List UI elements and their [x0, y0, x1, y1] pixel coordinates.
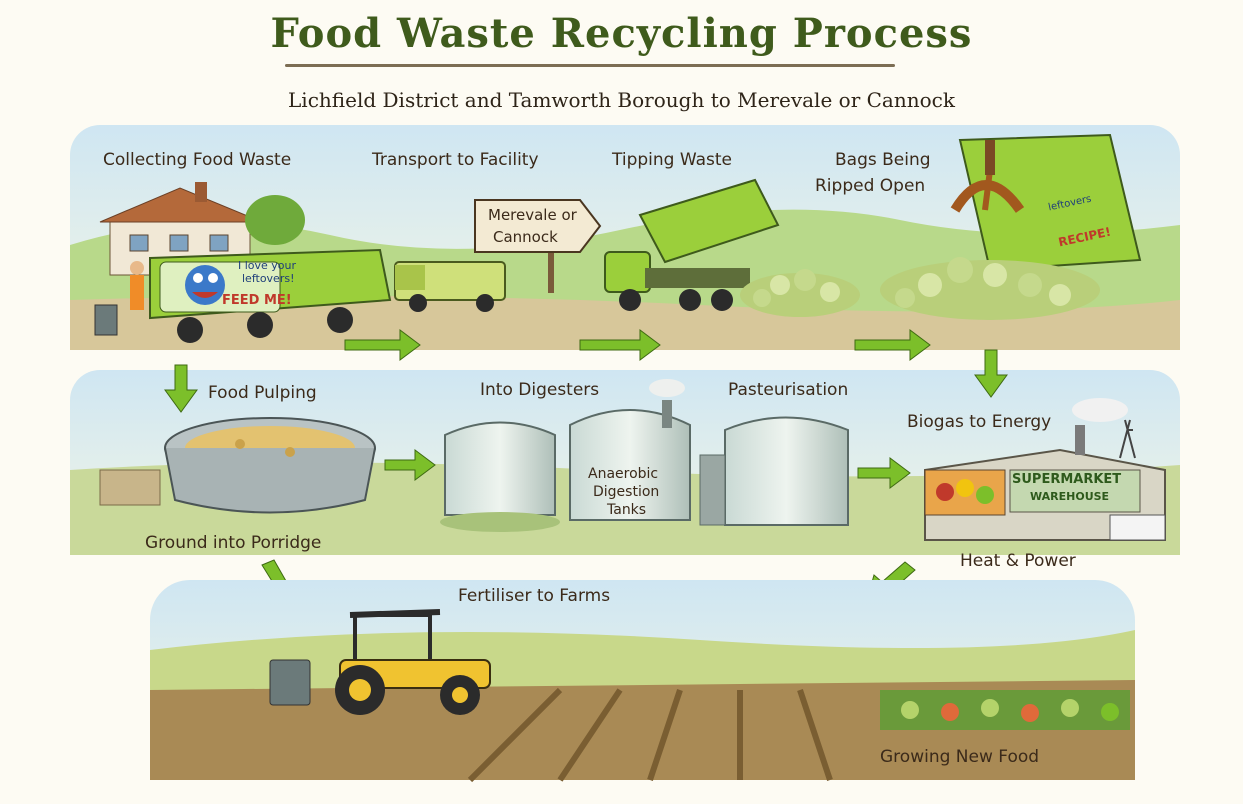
supermarket-sign-2: WAREHOUSE — [1030, 490, 1110, 503]
step-tipping-label: Tipping Waste — [612, 150, 732, 170]
arrow-collect-to-transport — [344, 329, 421, 361]
arrow-pulping-to-digesters — [384, 449, 436, 481]
step-pulping-label: Food Pulping — [208, 383, 317, 403]
step-fertiliser-label: Fertiliser to Farms — [458, 586, 611, 606]
tank-text-1: Anaerobic — [588, 466, 659, 482]
supermarket-building — [924, 398, 1166, 541]
transport-van — [394, 261, 506, 312]
truck-slogan-2: leftovers! — [242, 272, 295, 285]
step-heat-power-label: Heat & Power — [960, 551, 1076, 571]
arrow-down-to-pulping — [164, 364, 198, 413]
bag-ripper — [880, 133, 1142, 320]
tractor — [269, 609, 491, 715]
title-underline — [285, 64, 895, 67]
step-collecting-label: Collecting Food Waste — [103, 150, 292, 170]
collection-truck — [94, 248, 392, 343]
step-transport-label: Transport to Facility — [372, 150, 539, 170]
step-bags-label-line1: Bags Being — [835, 150, 931, 170]
pulping-vat — [99, 417, 376, 514]
tipping-truck — [604, 178, 860, 317]
tank-text-2: Digestion — [593, 484, 660, 500]
arrow-pasteurisation-to-biogas — [857, 457, 911, 489]
signpost-line2: Cannock — [493, 228, 558, 246]
step-digesters-label: Into Digesters — [480, 380, 600, 400]
pasteurisation-tank — [699, 416, 849, 526]
step-porridge-label: Ground into Porridge — [145, 533, 322, 553]
digester-tanks — [440, 379, 691, 532]
step-growing-label: Growing New Food — [880, 747, 1040, 767]
signpost-line1: Merevale or — [488, 206, 577, 224]
supermarket-sign-1: SUPERMARKET — [1012, 472, 1122, 487]
step-pasteurisation-label: Pasteurisation — [728, 380, 849, 400]
truck-slogan-3: FEED ME! — [222, 293, 292, 308]
signpost — [474, 199, 602, 293]
arrow-tipping-to-ripping — [854, 329, 931, 361]
tank-text-3: Tanks — [607, 502, 647, 518]
arrow-down-to-biogas — [974, 349, 1008, 398]
page-title: Food Waste Recycling Process — [270, 10, 973, 57]
step-biogas-label: Biogas to Energy — [907, 412, 1052, 432]
truck-slogan-1: I love your — [238, 259, 297, 272]
arrow-transport-to-tipping — [579, 329, 661, 361]
step-bags-label-line2: Ripped Open — [815, 176, 926, 196]
page-subtitle: Lichfield District and Tamworth Borough … — [288, 88, 955, 112]
